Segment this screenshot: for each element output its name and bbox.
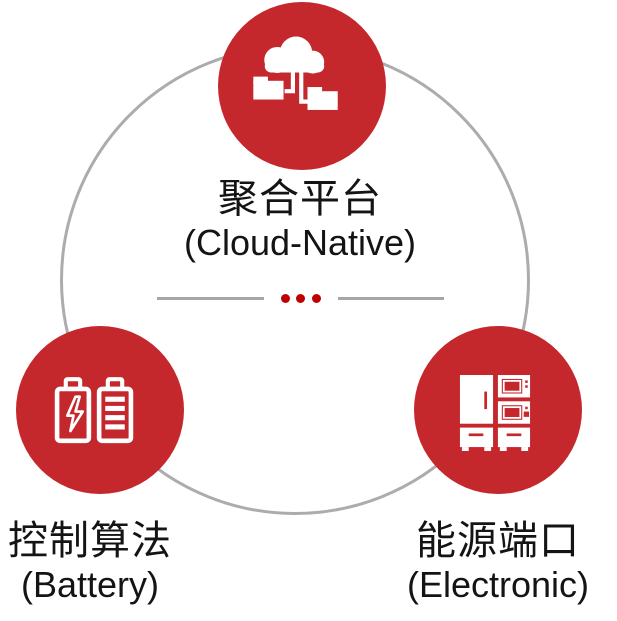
divider-line-right — [337, 296, 444, 300]
node-energy-port — [414, 326, 582, 494]
cloud-platform-subtitle: (Cloud-Native) — [183, 222, 417, 263]
divider-dots — [280, 293, 321, 303]
dual-battery-icon — [54, 377, 134, 444]
control-algorithm-subtitle: (Battery) — [20, 564, 160, 605]
energy-port-subtitle: (Electronic) — [406, 564, 590, 605]
divider-dot — [296, 293, 305, 303]
divider-line-left — [157, 296, 264, 300]
energy-port-title: 能源端口 — [416, 519, 580, 563]
cloud-folders-icon — [253, 36, 338, 110]
divider — [157, 289, 444, 307]
control-algorithm-title: 控制算法 — [8, 519, 172, 563]
node-control-algorithm — [16, 326, 184, 494]
home-appliances-icon — [459, 375, 531, 451]
control-algorithm-label: 控制算法 (Battery) — [0, 518, 180, 606]
cloud-platform-label: 聚合平台 (Cloud-Native) — [130, 176, 470, 264]
node-cloud-platform — [218, 2, 386, 170]
energy-port-label: 能源端口 (Electronic) — [400, 518, 596, 606]
cloud-platform-title: 聚合平台 — [218, 177, 382, 221]
divider-dot — [311, 293, 321, 303]
divider-dot — [280, 293, 290, 303]
